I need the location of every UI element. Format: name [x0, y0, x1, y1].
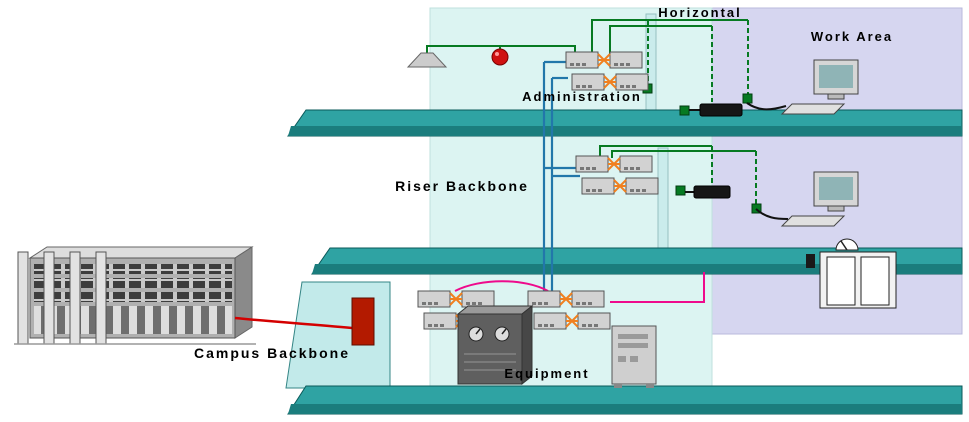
tower-button — [630, 356, 638, 362]
horizontal-label: Horizontal — [658, 5, 742, 20]
building-column — [69, 251, 81, 345]
network-hub — [693, 185, 731, 199]
cabinet-vents — [464, 353, 516, 371]
patch-cord — [746, 102, 787, 111]
workstation — [780, 171, 859, 227]
building-column — [43, 251, 55, 345]
building-column — [95, 251, 107, 345]
campus-backbone-label: Campus Backbone — [194, 345, 350, 361]
cabinet-front — [457, 313, 523, 385]
middle-floor-partition-wall — [657, 147, 669, 249]
floor-slab-edges — [288, 126, 962, 414]
building-window-band — [34, 278, 232, 288]
building-window-band — [34, 292, 232, 302]
horizontal-cables-dashed — [647, 20, 757, 204]
patch-panel — [527, 290, 605, 308]
monitor-base — [827, 205, 845, 212]
patch-cords — [685, 102, 789, 220]
patch-panel — [575, 155, 653, 173]
entrance-facility-box — [351, 297, 375, 346]
administration-label: Administration — [522, 89, 642, 104]
cross-connect — [613, 179, 627, 193]
cross-connect — [597, 53, 611, 67]
cross-connect — [565, 314, 579, 328]
alarm-bell-highlight — [495, 52, 499, 56]
horizontal-cable — [599, 145, 712, 158]
alarm-bell-icon — [491, 48, 509, 66]
network-hub — [699, 103, 743, 117]
patch-panel — [571, 73, 649, 91]
equipment-label: Equipment — [504, 366, 589, 381]
floor-edge-bottom — [288, 404, 962, 414]
ceiling-lamp-icon — [406, 52, 448, 68]
equipment-run-cable — [610, 272, 705, 303]
work-area-label: Work Area — [811, 29, 893, 44]
monitor-base — [827, 93, 845, 100]
building-column — [17, 251, 29, 345]
horizontal-cable — [591, 19, 748, 55]
cross-connect — [559, 292, 573, 306]
tower-slot — [618, 334, 648, 339]
gauge-needle — [501, 328, 507, 335]
campus-building — [14, 246, 256, 345]
monitor-screen — [819, 65, 853, 88]
cabinet-top — [456, 305, 534, 315]
elevator-door-right — [860, 256, 890, 306]
tower-foot — [646, 384, 654, 388]
campus-backbone-cable — [234, 316, 353, 330]
workstation — [780, 59, 859, 115]
cable-connector — [679, 105, 690, 116]
equipment-cabinet — [456, 304, 534, 386]
floor-edge-middle — [312, 264, 962, 274]
cross-connect — [603, 75, 617, 89]
horizontal-cable — [611, 150, 756, 158]
riser-backbone-label: Riser Backbone — [395, 178, 529, 194]
gauge-needle — [475, 328, 481, 335]
building-roof — [28, 246, 254, 259]
patch-panel — [565, 51, 643, 69]
monitor-screen — [819, 177, 853, 200]
equipment-jumper-cable — [454, 280, 549, 292]
elevator-door-left — [826, 256, 856, 306]
elevator — [819, 238, 897, 309]
tower-foot — [614, 384, 622, 388]
wall-outlet — [806, 254, 815, 268]
server-tower — [611, 325, 657, 388]
patch-panel — [533, 312, 611, 330]
keyboard — [780, 215, 846, 227]
cable-connector — [742, 93, 753, 104]
patch-panel — [581, 177, 659, 195]
riser-backbone-cables — [542, 60, 580, 293]
tower-slot — [618, 343, 648, 348]
patch-cord — [755, 208, 789, 220]
horizontal-cable — [609, 25, 712, 55]
gauge-needle — [840, 240, 848, 251]
tower-button — [618, 356, 626, 362]
cross-connect — [449, 292, 463, 306]
keyboard — [780, 103, 846, 115]
building-colonnade — [34, 306, 232, 334]
cable-connector — [675, 185, 686, 196]
floor-edge-top — [288, 126, 962, 136]
building-side-face — [234, 246, 253, 339]
cross-connect — [607, 157, 621, 171]
building-window-band — [34, 264, 232, 274]
